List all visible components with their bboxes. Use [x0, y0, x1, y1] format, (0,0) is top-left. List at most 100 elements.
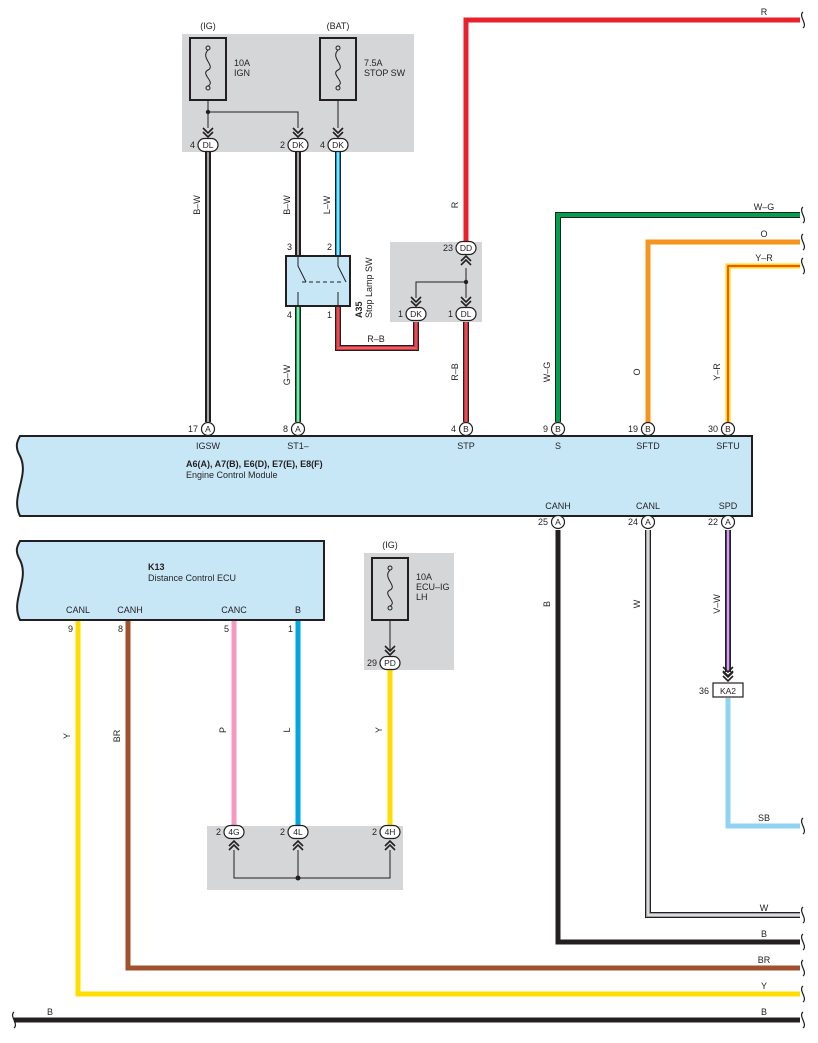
wire-yr-core — [725, 263, 800, 422]
junction-4g-2-pin: 2 — [216, 827, 221, 837]
wire-r-top-core — [463, 17, 800, 248]
fuse-ign-source-label: (IG) — [200, 21, 216, 31]
fuse-stop-sw-name: STOP SW — [364, 68, 406, 78]
ecm-pin-label: SPD — [719, 501, 738, 511]
wire-code-label-vw: V–W — [712, 594, 722, 614]
ecm-pin-label: CANH — [545, 501, 571, 511]
fuse-ecu-ig: (IG) 10A ECU–IG LH — [371, 540, 450, 626]
wire-break-icon — [800, 11, 806, 29]
stop-switch-name: Stop Lamp SW — [364, 257, 374, 318]
ecm-pin-code: A — [725, 517, 731, 527]
ecm-pin-oval — [720, 421, 736, 437]
fuse-block-background — [182, 34, 414, 152]
fuse-ign-rating: 10A — [234, 58, 250, 68]
wire-break-icon — [11, 1011, 17, 1029]
fuse-ecu-ig-element-icon — [387, 569, 393, 607]
junction-dd-dot — [463, 279, 469, 285]
wire-code-label-w-canl: W — [632, 599, 642, 608]
wire-code-label-w-canl: W — [760, 903, 769, 913]
wire-o-core — [645, 239, 800, 422]
ecm-pin-oval — [550, 514, 566, 530]
junction-4l-2-code: 4L — [293, 827, 303, 837]
wire-code-label-r-top: R — [450, 201, 460, 208]
ecm-pin-oval — [640, 421, 656, 437]
wire-code-label-y-ecuig: Y — [374, 727, 384, 733]
wire-br-core — [125, 620, 800, 971]
ecm-pin-code: B — [555, 424, 561, 434]
chevron-up-icon — [292, 839, 304, 851]
junction-4l-2-pin: 2 — [280, 827, 285, 837]
junction-dk-2-oval — [287, 137, 309, 153]
wire-yr — [725, 263, 800, 422]
stop-switch-pin-3: 3 — [287, 242, 292, 252]
junction-dd-23-code: DD — [460, 243, 472, 253]
chevron-down-icon — [460, 296, 472, 308]
ecm-pin-code: B — [725, 424, 731, 434]
stop-switch-pin-2: 2 — [327, 242, 332, 252]
junction-4l-2-oval — [287, 824, 309, 840]
junction-dk-4-code: DK — [332, 140, 344, 150]
wire-break-icon — [800, 933, 806, 951]
wire-break-icon — [800, 257, 806, 275]
junction-dk-4-pin: 4 — [320, 140, 325, 150]
ecm-pin-code: A — [645, 517, 651, 527]
junction-dk-1-code: DK — [410, 309, 422, 319]
junction-ka2-box — [712, 682, 744, 698]
wire-r-top — [463, 17, 800, 248]
k13-name: Distance Control ECU — [148, 573, 236, 583]
junction-pd-29-pin: 29 — [367, 658, 377, 668]
engine-control-module: A6(A), A7(B), E6(D), E7(E), E8(F) Engine… — [15, 435, 753, 517]
junction-dk-2-pin: 2 — [280, 140, 285, 150]
fuse-ecu-ig-rating: 10A — [416, 572, 432, 582]
ecm-pin-number: 19 — [628, 424, 638, 434]
wire-w-canl-outline — [645, 530, 800, 918]
wire-code-label-p: P — [218, 727, 228, 733]
junction-dk-4: DK 4 — [320, 137, 349, 153]
wire-code-label-y-canl: Y — [761, 981, 767, 991]
wire-code-label-b-gnd: B — [761, 1007, 767, 1017]
chevron-down-icon — [722, 671, 734, 683]
k13-pin-label-canc: CANC — [221, 605, 247, 615]
ecm-body — [15, 435, 753, 517]
wire-code-label-o: O — [760, 229, 767, 239]
junction-4g-bus-dot — [295, 875, 301, 881]
junction-dk-1: DK1 — [398, 306, 427, 322]
junction-dl-4-pin: 4 — [190, 140, 195, 150]
fuse-stop-sw: (BAT) 7.5A STOP SW — [319, 21, 406, 104]
wire-wg-outline — [555, 212, 800, 422]
ecm-connector-codes: A6(A), A7(B), E6(D), E7(E), E8(F) — [186, 459, 323, 469]
wire-code-label-o: O — [632, 368, 642, 375]
ecm-pin-label: S — [555, 441, 561, 451]
junction-4g-2-oval — [223, 824, 245, 840]
junction-dl-1-pin: 1 — [448, 309, 453, 319]
fuse-stop-sw-element-icon — [335, 49, 341, 87]
wire-code-label-br: BR — [758, 955, 771, 965]
stop-lamp-switch: 3 2 4 1 A35 Stop Lamp SW — [285, 242, 374, 320]
ecm-pin-oval — [458, 421, 474, 437]
wire-code-label-y-canl: Y — [62, 733, 72, 739]
junction-4h-2-pin: 2 — [372, 827, 377, 837]
ecm-pin-code: A — [295, 424, 301, 434]
wire-yr-tracer — [727, 265, 800, 422]
fuse-ign: (IG) 10A IGN — [189, 21, 250, 104]
wire-code-label-b-gnd: B — [47, 1007, 53, 1017]
junction-dk-1-oval — [405, 306, 427, 322]
k13-pin-8: 8 — [118, 624, 123, 634]
fuse-ign-name: IGN — [234, 68, 250, 78]
wire-break-icon — [800, 817, 806, 835]
ecm-pin-label: CANL — [636, 501, 660, 511]
fuse-ign-bus-line — [207, 104, 299, 128]
wire-wg-core — [556, 213, 800, 422]
wire-sb — [725, 698, 800, 829]
k13-pin-label-b: B — [295, 605, 301, 615]
wire-code-label-lw: L–W — [322, 195, 332, 214]
distance-control-ecu: K13 Distance Control ECU CANL CANH CANC … — [15, 540, 325, 634]
chevron-down-icon — [332, 127, 344, 139]
